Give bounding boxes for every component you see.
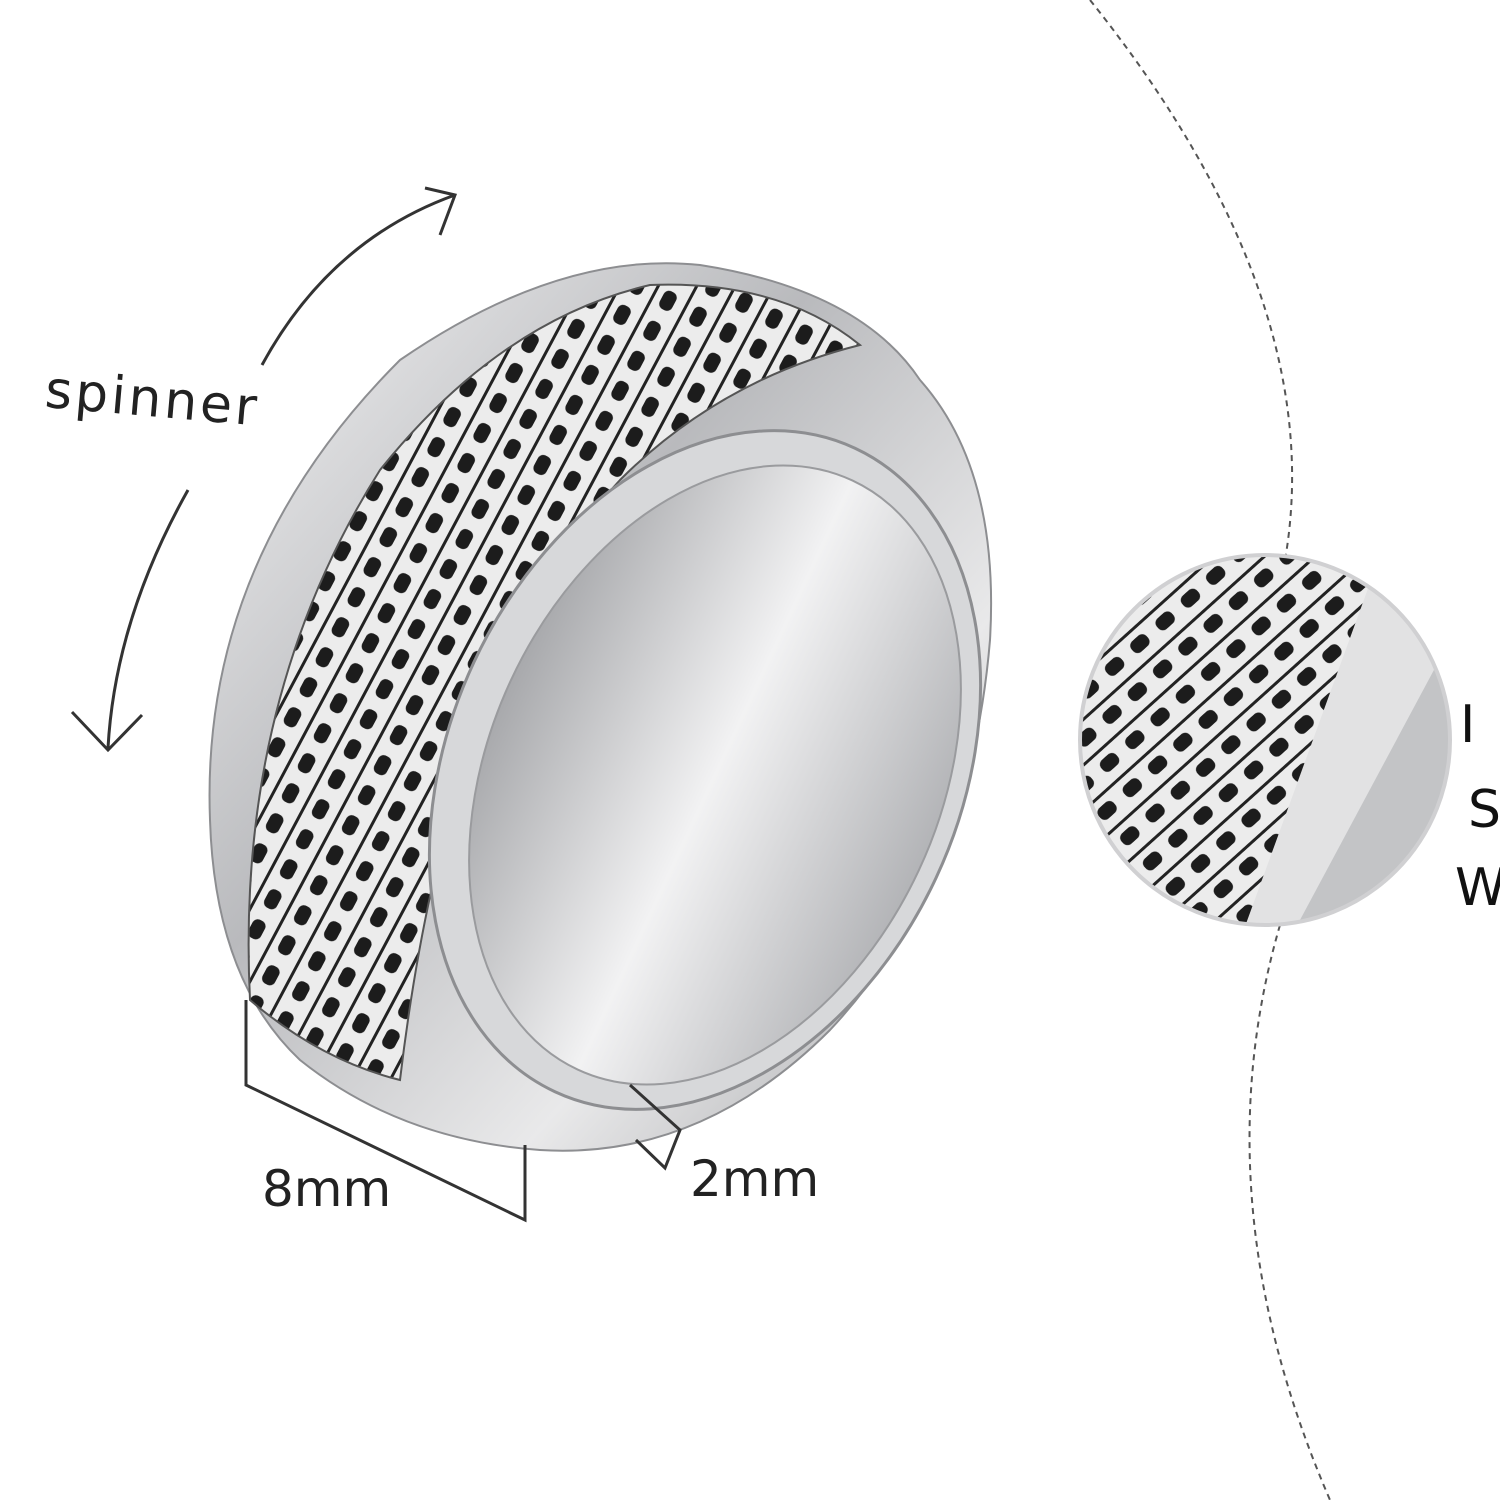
spin-arrow-up-head [424,186,458,236]
thickness-label: 2mm [690,1150,820,1208]
cropped-text-2: S [1468,780,1500,840]
spin-arrow-up [260,193,456,366]
zoom-guide-arc [1089,0,1331,1500]
width-dimension-line [244,1000,527,1223]
cropped-text-1: I [1460,695,1476,755]
ring-inner-hole [468,464,962,1086]
cropped-text-3: W [1455,858,1500,918]
spin-arrow-down [106,489,190,749]
detail-magnifier [1080,555,1450,925]
width-label: 8mm [262,1160,392,1218]
thickness-dimension-line [628,1083,682,1171]
piano-key-band [247,283,863,1082]
ring [208,262,993,1152]
spin-arrow-down-head [70,710,144,753]
